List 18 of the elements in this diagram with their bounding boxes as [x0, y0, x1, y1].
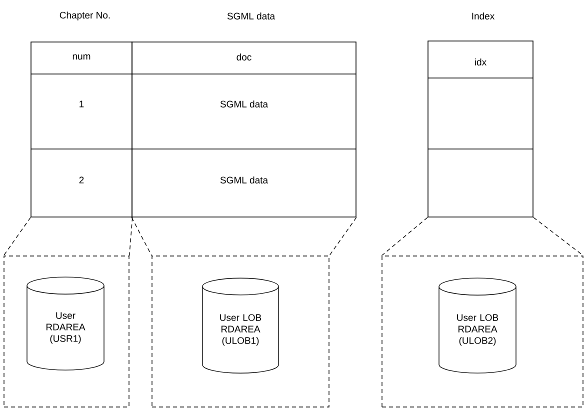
database-cylinder: User LOB RDAREA (ULOB2) — [438, 278, 516, 374]
column-heading: Index — [472, 12, 494, 20]
dashed-line — [533, 217, 584, 256]
dashed-line — [129, 217, 133, 256]
table-column: doc SGML data SGML data — [132, 42, 356, 218]
dashed-line — [3, 217, 31, 256]
table-column: num 1 2 — [30, 42, 132, 218]
dashed-line — [329, 217, 357, 256]
dashed-box — [382, 256, 584, 408]
column-heading: SGML data — [227, 12, 276, 20]
dashed-box — [4, 256, 130, 408]
dashed-box — [152, 256, 330, 408]
table-column: idx — [428, 40, 534, 218]
database-cylinder: User LOB RDAREA (ULOB1) — [202, 278, 279, 374]
dashed-line — [131, 217, 152, 256]
database-cylinder: User RDAREA (USR1) — [26, 276, 104, 370]
dashed-line — [381, 217, 428, 256]
column-heading: Chapter No. — [60, 12, 110, 20]
